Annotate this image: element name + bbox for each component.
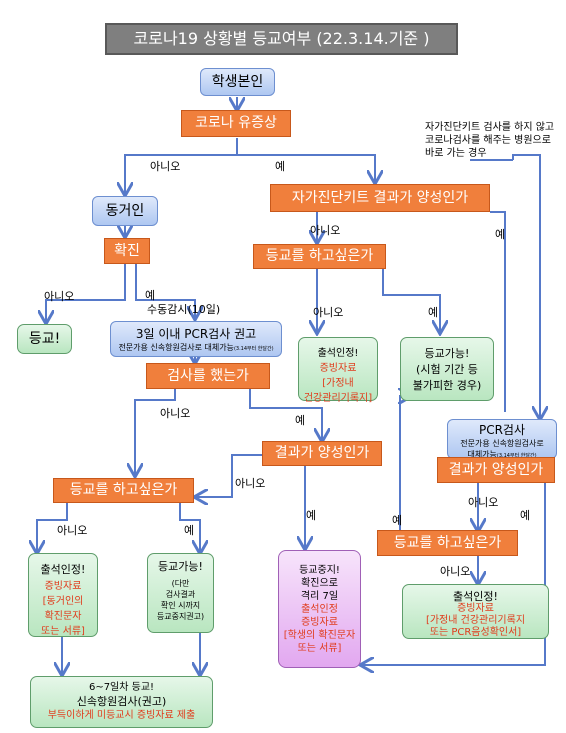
result-line: 또는 서류] xyxy=(41,626,85,637)
result-attendance-recognized-2: 출석인정! 증빙자료 [동거인의 확진문자 또는 서류] xyxy=(28,553,98,637)
final-line: 부득이하게 미등교시 증빙자료 제출 xyxy=(47,710,196,721)
result-line: 격리 7일 xyxy=(300,591,339,602)
label-no: 아니오 xyxy=(44,290,75,303)
pcr-recommend-sub: 전문가용 신속항원검사로 대체가능(3.14부터 한달간) xyxy=(111,342,281,353)
note-line: 코로나검사를 해주는 병원으로 xyxy=(425,135,551,146)
want-school-decision-1: 등교를 하고싶은가 xyxy=(253,244,386,269)
label-no: 아니오 xyxy=(310,224,341,237)
pcr-test-title: PCR검사 xyxy=(478,423,526,437)
final-node: 6~7일차 등교! 신속항원검사(권고) 부득이하게 미등교시 증빙자료 제출 xyxy=(30,676,213,728)
result-line: 증빙자료 xyxy=(319,363,357,374)
want-school-decision-3: 등교를 하고싶은가 xyxy=(377,530,518,556)
final-line: 신속항원검사(권고) xyxy=(76,695,167,708)
result-can-attend-1: 등교가능! (시험 기간 등 불가피한 경우) xyxy=(400,337,494,401)
start-node: 학생본인 xyxy=(200,68,275,96)
final-line: 6~7일차 등교! xyxy=(88,682,155,693)
result-title: 등교중지! xyxy=(299,565,340,576)
label-no: 아니오 xyxy=(313,306,344,319)
label-yes: 예 xyxy=(520,509,531,522)
pcr-test-tiny: (3.14부터 한달간) xyxy=(496,453,537,459)
result-line: 또는 서류] xyxy=(297,643,342,654)
quarantine-label: 수동감시(10일) xyxy=(147,303,221,316)
label-yes: 예 xyxy=(295,414,306,427)
result-line: 확진문자 xyxy=(44,611,82,622)
result-line: (다만 xyxy=(171,579,190,588)
pcr-test-sub: 전문가용 신속항원검사로 xyxy=(460,439,544,448)
label-yes: 예 xyxy=(306,509,317,522)
result-line: 불가피한 경우) xyxy=(412,379,482,392)
result-title: 출석인정! xyxy=(317,348,359,359)
note-line: 바로 가는 경우 xyxy=(425,148,487,159)
label-yes: 예 xyxy=(275,160,286,173)
result-line: [동거인의 xyxy=(42,596,84,607)
result-title: 출석인정! xyxy=(40,563,86,576)
result-line: 확진으로 xyxy=(301,578,338,589)
result-line: 증빙자료 xyxy=(301,617,338,628)
label-no: 아니오 xyxy=(235,477,266,490)
pcr-test-sub2: 대체가능 xyxy=(467,450,497,459)
result-line: 증빙자료 xyxy=(44,581,82,592)
label-yes: 예 xyxy=(145,289,156,302)
symptom-decision: 코로나 유증상 xyxy=(181,110,291,137)
pcr-test-node: PCR검사 전문가용 신속항원검사로 대체가능(3.14부터 한달간) xyxy=(447,419,557,459)
result-line: 증빙자료 xyxy=(457,603,494,614)
page-title: 코로나19 상황별 등교여부 (22.3.14.기준 ) xyxy=(105,23,458,55)
label-yes: 예 xyxy=(495,228,506,241)
result-line: (시험 기간 등 xyxy=(416,363,478,376)
result-line: 건강관리기록지] xyxy=(303,393,373,404)
selftest-decision: 자가진단키트 결과가 양성인가 xyxy=(270,184,490,212)
want-school-decision-2: 등교를 하고싶은가 xyxy=(53,478,194,503)
result-positive-decision-2: 결과가 양성인가 xyxy=(437,457,555,483)
household-node: 동거인 xyxy=(92,196,158,226)
pcr-recommend-tiny: (3.14부터 한달간) xyxy=(233,346,274,352)
pcr-recommend-sub-text: 전문가용 신속항원검사로 대체가능 xyxy=(118,343,234,352)
result-stop: 등교중지! 확진으로 격리 7일 출석인정 증빙자료 [학생의 확진문자 또는 … xyxy=(278,550,361,668)
result-attendance-recognized-1: 출석인정! 증빙자료 [가정내 건강관리기록지] xyxy=(298,337,378,404)
label-no: 아니오 xyxy=(57,524,88,537)
pcr-recommend-title: 3일 이내 PCR검사 권고 xyxy=(135,327,257,341)
result-line: 검사결과 xyxy=(165,590,196,599)
confirmed-decision: 확진 xyxy=(104,238,150,264)
label-no: 아니오 xyxy=(160,407,191,420)
result-title: 등교가능! xyxy=(158,560,203,573)
result-line: [가정내 xyxy=(322,378,354,389)
label-no: 아니오 xyxy=(440,565,471,578)
label-no: 아니오 xyxy=(468,496,499,509)
result-title: 출석인정! xyxy=(453,590,498,603)
result-attend: 등교! xyxy=(17,324,72,354)
label-no: 아니오 xyxy=(150,160,181,173)
result-positive-decision: 결과가 양성인가 xyxy=(262,441,382,466)
tested-decision: 검사를 했는가 xyxy=(146,363,270,389)
result-line: [학생의 확진문자 xyxy=(283,630,356,641)
result-line: 출석인정 xyxy=(301,604,338,615)
pcr-recommend-node: 3일 이내 PCR검사 권고 전문가용 신속항원검사로 대체가능(3.14부터 … xyxy=(110,321,282,357)
label-yes: 예 xyxy=(392,514,403,527)
result-line: [가정내 건강관리기록지 xyxy=(425,615,526,626)
result-attendance-recognized-3: 출석인정! 증빙자료 [가정내 건강관리기록지 또는 PCR음성확인서] xyxy=(402,584,549,639)
result-line: 또는 PCR음성확인서] xyxy=(429,627,522,638)
result-line: 등교중지권고) xyxy=(156,612,205,621)
result-line: 확인 시까지 xyxy=(160,601,201,610)
result-title: 등교가능! xyxy=(424,347,470,360)
pcr-skip-note: 자가진단키트 검사를 하지 않고 코로나검사를 해주는 병원으로 바로 가는 경… xyxy=(425,121,565,160)
note-line: 자가진단키트 검사를 하지 않고 xyxy=(425,122,555,133)
label-yes: 예 xyxy=(184,524,195,537)
result-can-attend-2: 등교가능! (다만 검사결과 확인 시까지 등교중지권고) xyxy=(147,553,214,633)
label-yes: 예 xyxy=(428,306,439,319)
